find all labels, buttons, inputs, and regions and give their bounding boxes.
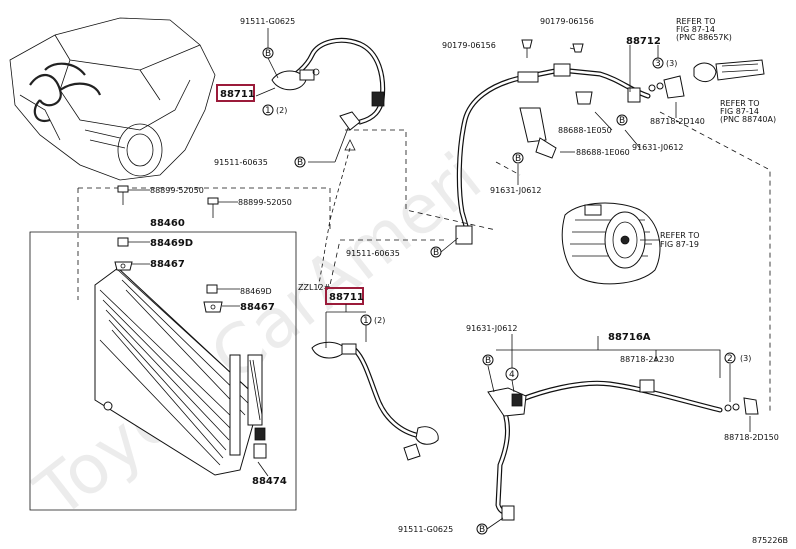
label-88718-2d140: 88718-2D140 [650,117,705,126]
label-91511-60635-mid: 91511-60635 [346,249,400,258]
liquid-pipe [487,379,759,521]
connector-88657k [693,59,765,82]
fastener-bolt-b [207,197,219,218]
callout-1-top-text: 1 [265,106,271,116]
callout-b-top-text: B [265,49,271,59]
callout-1-mid [360,314,372,326]
label-88469d-b: 88469D [240,287,272,296]
cushion-88467-a [114,261,133,271]
callout-b-low-text: B [485,356,491,366]
label-91631-j0612-b: 91631-J0612 [490,186,542,195]
harness-wiring [29,62,102,123]
callout-b-mid-text: B [433,248,439,258]
highlight-box-top [216,84,255,102]
qty-top: (2) [276,106,287,115]
label-90179-06156-a: 90179-06156 [540,17,594,26]
callout-b-left [294,156,306,168]
refer-b-line3: (PNC 88740A) [720,115,776,124]
callout-2 [724,352,736,364]
callout-b-top [262,47,274,59]
fastener-bolt-a [117,185,129,205]
label-88716a: 88716A [608,332,651,343]
discharge-pipe [455,63,651,245]
callout-b-right2-text: B [515,154,521,164]
label-91631-j0612-a: 91631-J0612 [632,143,684,152]
callout-b-right-text: B [619,116,625,126]
grommet-88469d-a [117,237,129,247]
callout-b-low [482,354,494,366]
label-zzl12: ZZL12# [298,283,331,292]
callout-3 [652,57,664,69]
label-88688-1e050: 88688-1E050 [558,126,612,135]
label-88474: 88474 [252,476,287,487]
nut-90179-b [572,43,584,53]
refer-b-line2: FIG 87-14 [720,107,759,116]
label-91631-j0612-c: 91631-J0612 [466,324,518,333]
figure-code: 875226B [752,536,788,545]
label-91511-g0625-top: 91511-G0625 [240,17,295,26]
lower-hose-assembly [311,341,439,461]
refer-a-line3: (PNC 88657K) [676,33,732,42]
refer-b-line1: REFER TO [720,99,760,108]
nut-90179-a [521,39,533,49]
label-88712: 88712 [626,36,661,47]
callout-b-right [616,114,628,126]
callout-4-text: 4 [509,370,515,380]
label-88899-52050-b: 88899-52050 [238,198,292,207]
qty-3: (3) [666,59,677,68]
callout-3-text: 3 [655,59,661,69]
callout-2-text: 2 [727,354,733,364]
label-88899-52050-a: 88899-52050 [150,186,204,195]
label-91511-g0625-bot: 91511-G0625 [398,525,453,534]
upper-hose-assembly [271,38,386,131]
refer-c-line1: REFER TO [660,231,700,240]
callout-1-mid-text: 1 [363,316,369,326]
callout-b-right2 [512,152,524,164]
label-88688-1e060: 88688-1E060 [576,148,630,157]
callout-b-bot-text: B [479,525,485,535]
refer-c-line2: FIG 87-19 [660,240,699,249]
label-88711-top[interactable]: 88711 [220,89,255,100]
highlight-box-mid [325,287,364,305]
label-88460: 88460 [150,218,185,229]
label-88718-2a230: 88718-2A230 [620,355,674,364]
fitting-88718-2d140 [648,75,685,99]
callout-b-left-text: B [297,158,303,168]
label-90179-06156-b: 90179-06156 [442,41,496,50]
label-88469d-a: 88469D [150,238,193,249]
grommet-88469d-b [206,284,218,294]
callout-1-top [262,104,274,116]
compressor [561,202,661,285]
refer-a-line1: REFER TO [676,17,716,26]
qty-mid: (2) [374,316,385,325]
cushion-88467-b [203,301,223,313]
label-88718-2d150: 88718-2D150 [724,433,779,442]
vehicle-sketch [9,17,216,181]
label-88711-mid[interactable]: 88711 [329,292,364,303]
label-88467-a: 88467 [150,259,185,270]
qty-2: (3) [740,354,751,363]
refer-a-line2: FIG 87-14 [676,25,715,34]
label-91511-60635-left: 91511-60635 [214,158,268,167]
label-88467-b: 88467 [240,302,275,313]
